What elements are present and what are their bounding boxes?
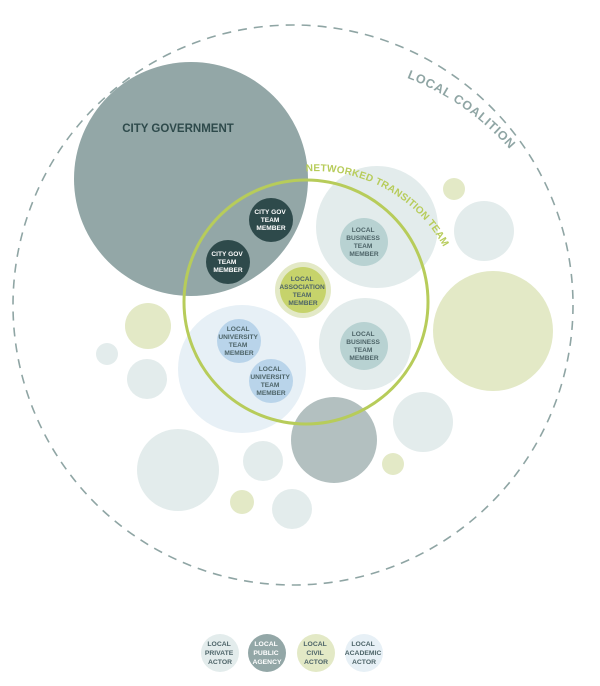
legend-swatch-academic: [345, 634, 383, 672]
team-members: CITY GOV TEAM MEMBER CITY GOV TEAM MEMBE…: [206, 198, 388, 403]
city-gov-member-2-label: CITY GOV TEAM MEMBER: [211, 251, 244, 274]
private-actor-circle: [137, 429, 219, 511]
city-gov-member-1-label: CITY GOV TEAM MEMBER: [254, 209, 287, 232]
legend-swatch-civil: [297, 634, 335, 672]
legend-swatch-private: [201, 634, 239, 672]
university-member-1-circle: [217, 319, 261, 363]
civil-actor-circle: [443, 178, 465, 200]
legend-item-civil-actor: LOCAL CIVIL ACTOR: [297, 634, 335, 672]
civil-actor-circle: [382, 453, 404, 475]
business-member-2-label: LOCAL BUSINESS TEAM MEMBER: [346, 331, 382, 362]
business-member-1-circle: [340, 218, 388, 266]
legend-item-private-actor: LOCAL PRIVATE ACTOR: [201, 634, 239, 672]
association-member-label: LOCAL ASSOCIATION TEAM MEMBER: [279, 276, 326, 307]
private-actor-circle: [272, 489, 312, 529]
local-coalition-boundary: [12, 24, 574, 586]
business-member-1-label: LOCAL BUSINESS TEAM MEMBER: [346, 227, 382, 258]
city-government-label: CITY GOVERNMENT: [122, 123, 234, 135]
civil-actor-circle: [230, 490, 254, 514]
association-member-circle: [280, 267, 326, 313]
private-actor-circle: [96, 343, 118, 365]
university-member-1-label: LOCAL UNIVERSITY TEAM MEMBER: [218, 326, 259, 357]
public-agency-circle: [291, 397, 377, 483]
city-gov-member-2-circle: [206, 240, 250, 284]
city-government-circle: [74, 62, 308, 296]
local-coalition-label: LOCAL COALITION: [406, 68, 519, 152]
university-member-2-label: LOCAL UNIVERSITY TEAM MEMBER: [250, 366, 291, 397]
legend: LOCAL PRIVATE ACTOR LOCAL PUBLIC AGENCY …: [201, 634, 383, 672]
university-member-2-circle: [249, 359, 293, 403]
private-actor-circle: [393, 392, 453, 452]
business-member-2-circle: [340, 322, 388, 370]
civil-actor-circle: [125, 303, 171, 349]
city-gov-member-1-circle: [249, 198, 293, 242]
legend-item-public-agency: LOCAL PUBLIC AGENCY: [248, 634, 286, 672]
legend-label-private: LOCAL PRIVATE ACTOR: [205, 641, 235, 666]
legend-label-public: LOCAL PUBLIC AGENCY: [252, 641, 282, 666]
legend-item-academic-actor: LOCAL ACADEMIC ACTOR: [345, 634, 384, 672]
legend-swatch-public: [248, 634, 286, 672]
private-actor-circle: [243, 441, 283, 481]
networked-transition-team-ring: [182, 178, 430, 426]
legend-label-academic: LOCAL ACADEMIC ACTOR: [345, 641, 384, 666]
private-actor-circle: [127, 359, 167, 399]
legend-label-civil: LOCAL CIVIL ACTOR: [303, 641, 328, 666]
background-actors: [96, 178, 553, 529]
private-actor-circle: [454, 201, 514, 261]
civil-actor-circle: [433, 271, 553, 391]
